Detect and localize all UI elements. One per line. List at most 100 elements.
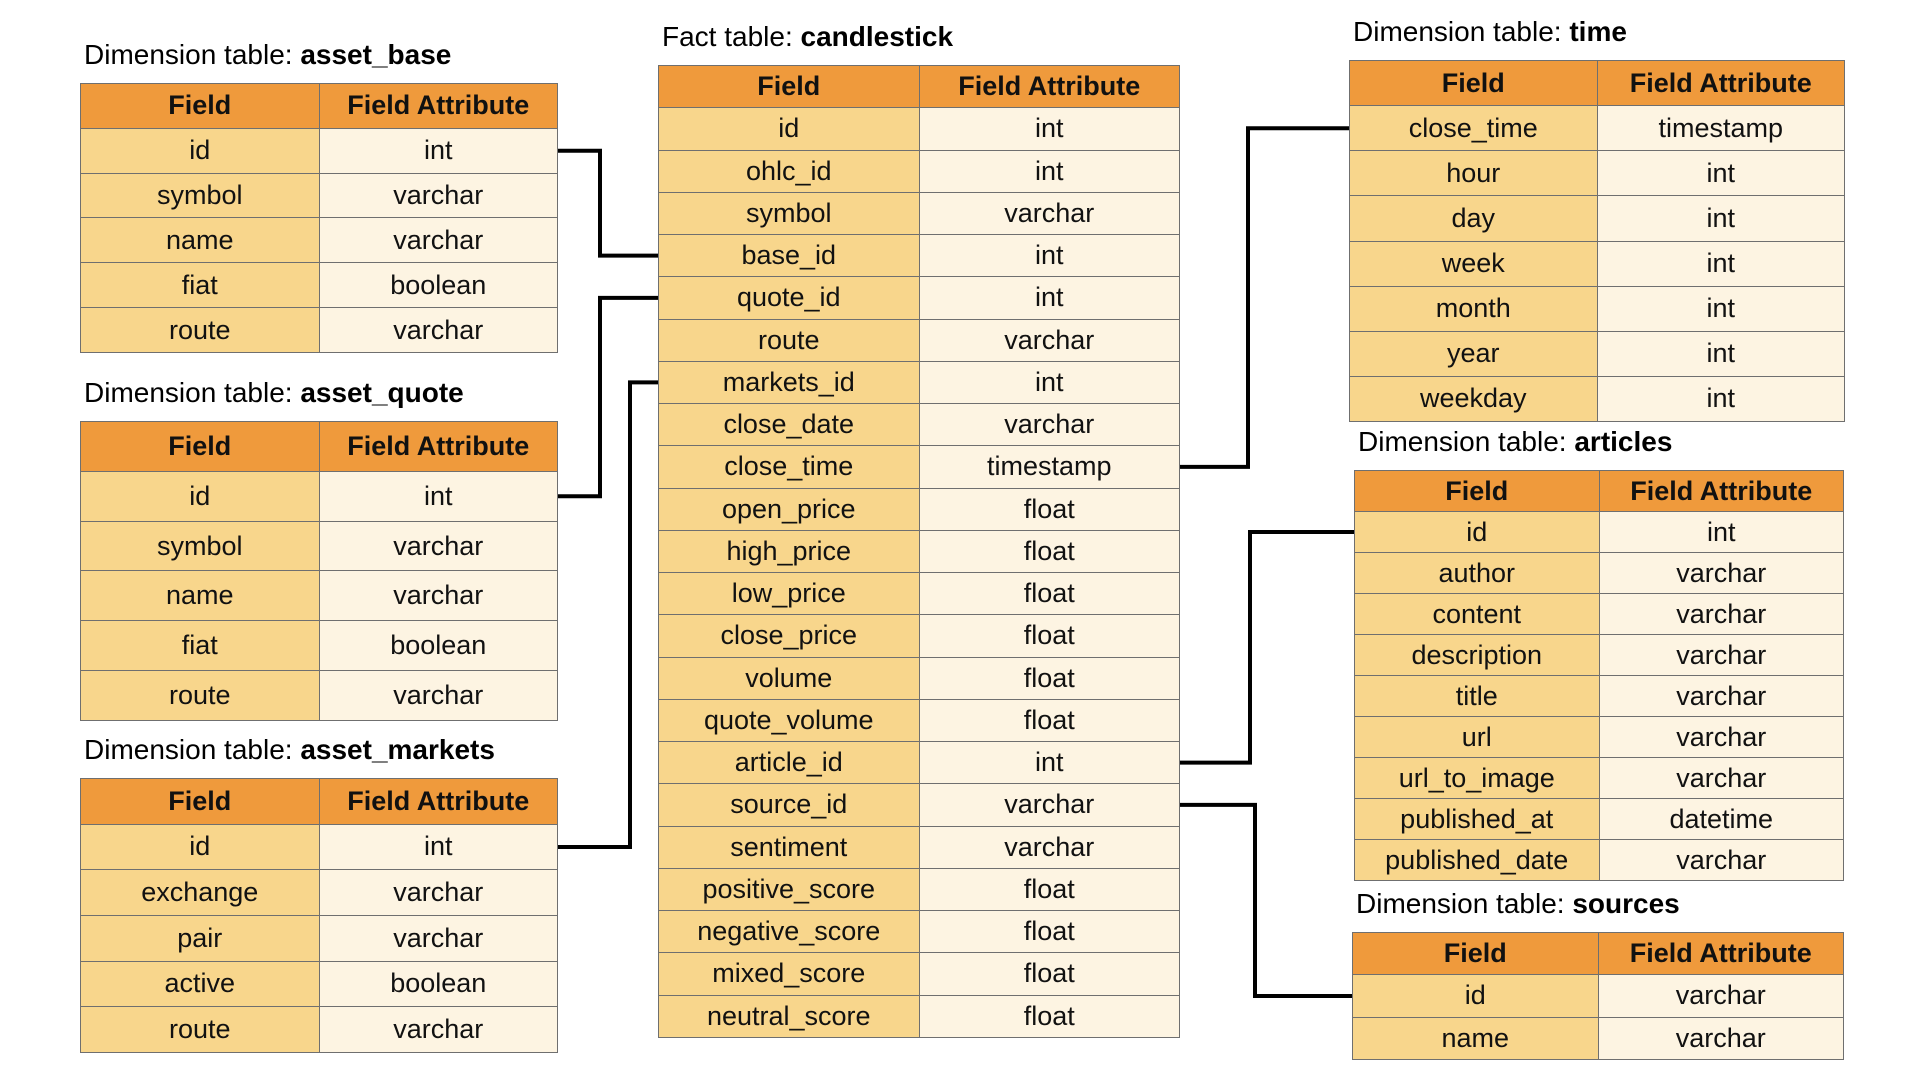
table-caption: Dimension table: time [1353, 16, 1627, 48]
field-attribute-column-header: Field Attribute [1598, 470, 1844, 512]
field-type-cell: float [918, 656, 1180, 700]
field-type-cell: int [918, 233, 1180, 278]
field-name-cell: source_id [658, 783, 920, 827]
field-type-cell: timestamp [1596, 105, 1845, 152]
field-type-cell: int [1596, 150, 1845, 197]
field-name-cell: published_date [1354, 839, 1600, 881]
field-type-cell: float [918, 571, 1180, 616]
field-type-cell: varchar [1598, 593, 1844, 635]
field-name-cell: fiat [80, 620, 320, 672]
field-name-cell: id [1354, 511, 1600, 553]
field-name-cell: close_time [1349, 105, 1598, 152]
table-type-label: Dimension table: [1358, 426, 1575, 457]
field-name-cell: id [80, 127, 320, 174]
field-type-cell: float [918, 614, 1180, 658]
field-name-cell: markets_id [658, 360, 920, 405]
field-column-header: Field [80, 83, 320, 129]
table-caption: Dimension table: asset_quote [84, 377, 464, 409]
field-type-cell: varchar [318, 570, 558, 622]
table-caption: Dimension table: asset_base [84, 39, 451, 71]
field-name-cell: neutral_score [658, 994, 920, 1038]
field-name-cell: pair [80, 914, 320, 962]
field-type-cell: varchar [1598, 757, 1844, 799]
table-name: time [1569, 16, 1627, 47]
field-type-cell: int [918, 107, 1180, 151]
field-type-cell: float [918, 487, 1180, 531]
field-attribute-column-header: Field Attribute [1597, 931, 1844, 976]
field-attribute-column-header: Field Attribute [318, 83, 558, 129]
field-type-cell: int [1596, 285, 1845, 332]
field-type-cell: int [918, 360, 1180, 405]
field-type-cell: varchar [318, 869, 558, 916]
relationship-line [1179, 126, 1350, 469]
field-type-cell: varchar [1598, 634, 1844, 676]
field-name-cell: exchange [80, 869, 320, 916]
field-type-cell: int [318, 127, 558, 174]
field-name-cell: published_at [1354, 798, 1600, 840]
field-type-cell: varchar [318, 217, 558, 264]
field-type-cell: int [918, 740, 1180, 785]
table-name: asset_markets [300, 734, 495, 765]
field-type-cell: timestamp [918, 445, 1180, 489]
field-column-header: Field [1352, 931, 1599, 976]
field-type-cell: varchar [318, 520, 558, 572]
field-column-header: Field [80, 778, 320, 825]
field-name-cell: id [658, 107, 920, 151]
field-name-cell: ohlc_id [658, 149, 920, 193]
field-name-cell: close_time [658, 445, 920, 489]
field-name-cell: id [1352, 974, 1599, 1018]
field-name-cell: symbol [658, 191, 920, 236]
field-type-cell: boolean [318, 620, 558, 672]
field-type-cell: float [918, 909, 1180, 954]
table-type-label: Dimension table: [1353, 16, 1570, 47]
table-caption: Dimension table: asset_markets [84, 734, 495, 766]
field-name-cell: url [1354, 716, 1600, 758]
field-name-cell: route [658, 318, 920, 362]
field-type-cell: float [918, 994, 1180, 1038]
field-type-cell: varchar [1597, 1016, 1844, 1061]
field-type-cell: varchar [318, 307, 558, 353]
field-type-cell: varchar [918, 191, 1180, 236]
field-name-cell: sentiment [658, 825, 920, 869]
field-column-header: Field [1349, 59, 1598, 107]
field-name-cell: base_id [658, 233, 920, 278]
